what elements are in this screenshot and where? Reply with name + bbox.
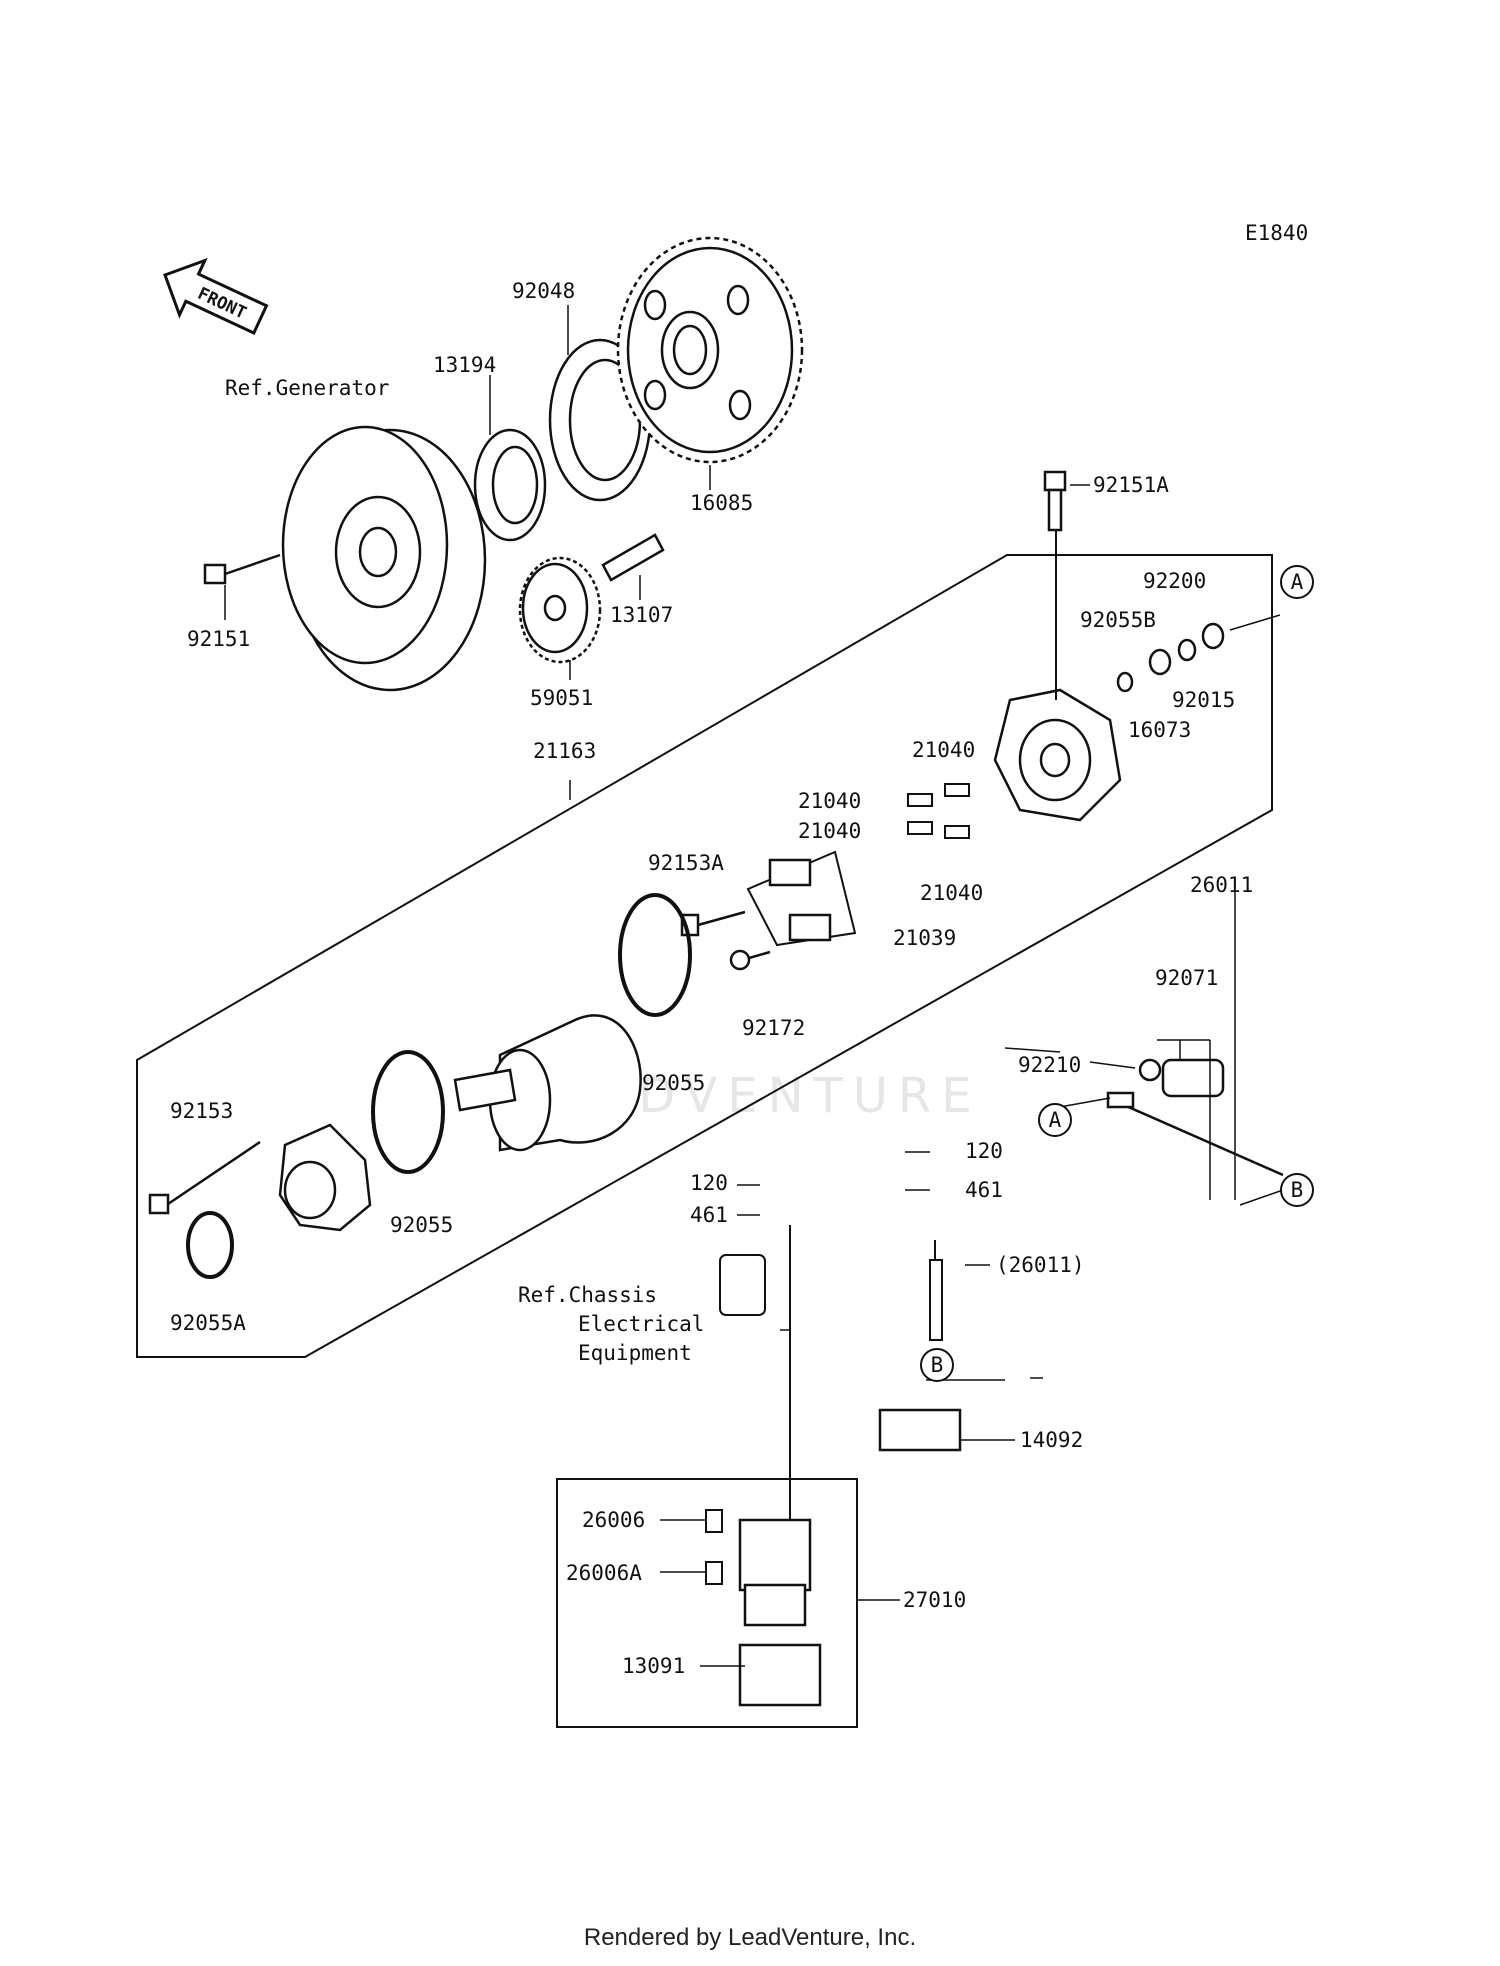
- part-label: 27010: [903, 1588, 966, 1612]
- part-labels: 92048 13194 16085 92151 59051 13107 9215…: [170, 279, 1253, 1678]
- ref-electrical-label: Electrical: [578, 1312, 704, 1336]
- relay-leads: [719, 1225, 943, 1520]
- front-arrow-icon: FRONT: [163, 257, 269, 335]
- part-label: 21040: [920, 881, 983, 905]
- part-label: 92055B: [1080, 608, 1156, 632]
- ref-equipment-label: Equipment: [578, 1341, 692, 1365]
- part-label: 92055: [390, 1213, 453, 1237]
- starter-yoke: [453, 1014, 642, 1152]
- part-label: 21040: [798, 789, 861, 813]
- generator-rotor: [281, 425, 487, 692]
- part-label: 13107: [610, 603, 673, 627]
- part-label: 92172: [742, 1016, 805, 1040]
- callout-B-lead: B: [1280, 1173, 1314, 1207]
- part-label: 120: [690, 1171, 728, 1195]
- svg-text:A: A: [1291, 570, 1304, 594]
- screw-92172: [729, 949, 771, 971]
- relay-frame: [556, 1478, 858, 1728]
- part-label: 461: [965, 1178, 1003, 1202]
- svg-text:B: B: [1291, 1178, 1304, 1202]
- part-label: 92151A: [1093, 473, 1169, 497]
- part-label: 92071: [1155, 966, 1218, 990]
- bolt-92151A: [1043, 470, 1067, 532]
- idle-gear: [518, 556, 602, 664]
- part-label: 92200: [1143, 569, 1206, 593]
- part-label: 92055: [642, 1071, 705, 1095]
- svg-text:A: A: [1049, 1108, 1062, 1132]
- part-label: (26011): [996, 1253, 1085, 1277]
- part-label: 13194: [433, 353, 496, 377]
- part-label: 92153: [170, 1099, 233, 1123]
- part-label: 14092: [1020, 1428, 1083, 1452]
- starter-assembly-frame: [136, 554, 1273, 1358]
- part-label: 92151: [187, 627, 250, 651]
- callout-A-lead: A: [1038, 1103, 1072, 1137]
- part-label: 21040: [912, 738, 975, 762]
- footer-credit: Rendered by LeadVenture, Inc.: [583, 1924, 917, 1951]
- starter-front-cover: [278, 1123, 372, 1232]
- svg-text:B: B: [931, 1353, 944, 1377]
- part-label: 26006A: [566, 1561, 642, 1585]
- part-label: 13091: [622, 1654, 685, 1678]
- part-label: 26006: [582, 1508, 645, 1532]
- part-label: 21040: [798, 819, 861, 843]
- part-label: 21039: [893, 926, 956, 950]
- relay-fuses: [705, 1509, 723, 1585]
- part-label: 21163: [533, 739, 596, 763]
- idle-gear-shaft: [601, 533, 665, 582]
- part-label: 16073: [1128, 718, 1191, 742]
- part-label: 59051: [530, 686, 593, 710]
- part-label: 120: [965, 1139, 1003, 1163]
- ref-chassis-label: Ref.Chassis: [518, 1283, 657, 1307]
- o-rings: [186, 893, 692, 1279]
- bolt-92153: [148, 1140, 261, 1215]
- starter-rear-cover: [993, 688, 1122, 822]
- one-way-clutch: [473, 428, 547, 542]
- bolt-92153A: [680, 910, 746, 937]
- part-label: 92153A: [648, 851, 724, 875]
- part-label: 92048: [512, 279, 575, 303]
- starter-relay: [738, 1408, 962, 1707]
- callout-A-top: A: [1280, 565, 1314, 599]
- part-label: 16085: [690, 491, 753, 515]
- part-label: 92210: [1018, 1053, 1081, 1077]
- brush-springs: [907, 783, 970, 839]
- brush-holder: [768, 858, 832, 942]
- part-label: 461: [690, 1203, 728, 1227]
- starter-lead: [1106, 1058, 1284, 1177]
- part-label: 26011: [1190, 873, 1253, 897]
- bolt-92151: [203, 553, 281, 585]
- callout-B-relay: B: [920, 1348, 954, 1382]
- small-hardware: [1116, 622, 1225, 693]
- starter-gear: [616, 236, 804, 464]
- ref-generator-label: Ref.Generator: [225, 376, 389, 400]
- part-label: 92055A: [170, 1311, 246, 1335]
- leader-lines: [224, 305, 1284, 1667]
- diagram-outlines: [136, 554, 1273, 1728]
- part-label: 92015: [1172, 688, 1235, 712]
- diagram-code: E1840: [1245, 221, 1308, 245]
